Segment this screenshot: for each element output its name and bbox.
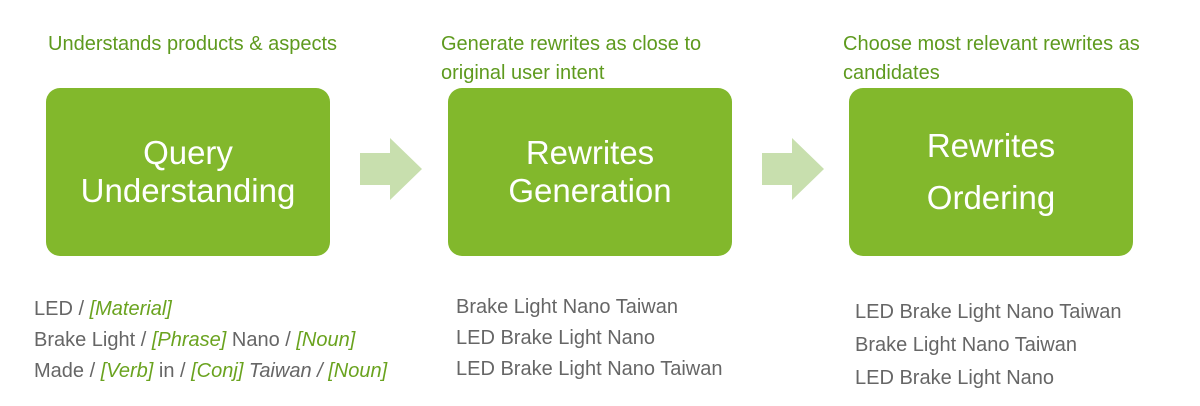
rewrite-item: LED Brake Light Nano Taiwan [456,358,723,380]
pos-tag: [Phrase] [151,329,227,351]
caption-line: Generate rewrites as close to [441,33,702,55]
caption-line: original user intent [441,62,605,84]
stage-title-line: Understanding [80,172,296,209]
rewrite-item: Brake Light Nano Taiwan [456,296,678,318]
caption-rewrites-ordering: Choose most relevant rewrites as candida… [843,30,1140,88]
caption-query-understanding: Understands products & aspects [48,30,337,59]
generated-rewrites-list: Brake Light Nano Taiwan LED Brake Light … [456,292,722,385]
rewrite-item: LED Brake Light Nano [855,367,1055,389]
stage-title-line: Ordering [926,179,1056,216]
pos-tag: [Conj] [191,360,244,382]
caption-rewrites-generation: Generate rewrites as close to original u… [441,30,701,88]
rewrite-item: Brake Light Nano Taiwan [855,334,1077,356]
tagged-query-line: LED / [Material] [34,298,172,320]
stage-box-rewrites-ordering: Rewrites Ordering [849,88,1133,256]
caption-line: candidates [843,62,940,84]
caption-line: Choose most relevant rewrites as [843,33,1140,55]
stage-title-line: Generation [508,172,672,209]
stage-title-line: Query [143,134,233,171]
rewrite-item: LED Brake Light Nano Taiwan [855,301,1122,323]
flow-arrow-icon [360,138,422,200]
rewrite-item: LED Brake Light Nano [456,327,656,349]
ordered-rewrites-list: LED Brake Light Nano Taiwan Brake Light … [855,296,1121,395]
tagged-query-line: Made / [Verb] in / [Conj] Taiwan / [Noun… [34,360,388,382]
stage-box-rewrites-generation: Rewrites Generation [448,88,732,256]
pos-tag: [Material] [89,298,172,320]
stage-title-line: Rewrites [926,127,1056,164]
stage-box-query-understanding: Query Understanding [46,88,330,256]
caption-line: Understands products & aspects [48,33,338,55]
pos-tag: [Verb] [100,360,154,382]
tagged-query-list: LED / [Material] Brake Light / [Phrase] … [34,294,387,387]
tagged-query-line: Brake Light / [Phrase] Nano / [Noun] [34,329,356,351]
pos-tag: [Noun] [296,329,356,351]
flow-arrow-icon [762,138,824,200]
pos-tag: [Noun] [328,360,388,382]
stage-title-line: Rewrites [525,134,655,171]
